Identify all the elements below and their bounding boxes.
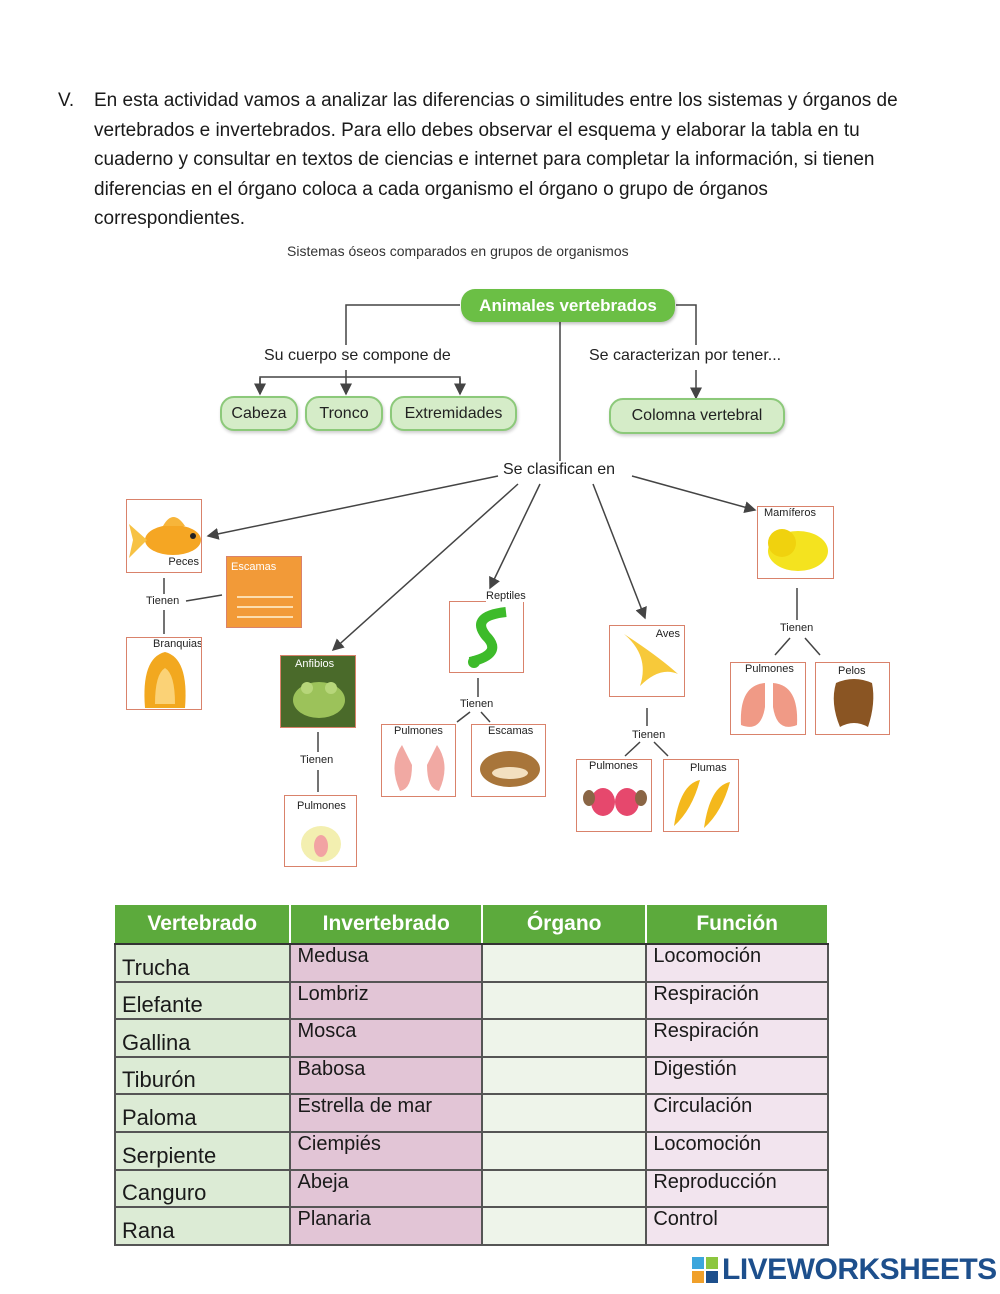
cell-organo-input[interactable]	[480, 943, 648, 983]
mammal-lungs-picture: Pulmones	[730, 662, 806, 735]
bird-lungs-picture: Pulmones	[576, 759, 652, 832]
header-invertebrado: Invertebrado	[290, 905, 483, 945]
liveworksheets-logo: LIVEWORKSHEETS	[692, 1253, 997, 1287]
tienen-aves: Tienen	[632, 729, 666, 741]
cell-funcion: Control	[645, 1206, 829, 1246]
map-connectors	[163, 304, 821, 792]
tienen-reptiles: Tienen	[460, 698, 494, 710]
cell-invertebrado: Mosca	[289, 1018, 483, 1058]
node-cabeza: Cabeza	[220, 396, 298, 431]
composition-link: Su cuerpo se compone de	[264, 347, 451, 365]
cell-funcion: Locomoción	[645, 943, 829, 983]
cell-invertebrado: Medusa	[289, 943, 483, 983]
label-pulmones-anfibios: Pulmones	[297, 800, 346, 812]
table-row: Elefante Lombriz Respiración	[113, 980, 829, 1021]
table-row: Gallina Mosca Respiración	[113, 1018, 829, 1058]
map-title: Sistemas óseos comparados en grupos de o…	[287, 243, 629, 259]
table-row: Tiburón Babosa Digestión	[113, 1055, 829, 1096]
header-funcion: Función	[646, 905, 829, 945]
scales-picture: Escamas	[226, 556, 302, 628]
node-columna: Colomna vertebral	[609, 398, 785, 434]
header-vertebrado: Vertebrado	[115, 905, 292, 945]
label-escamas-reptiles: Escamas	[488, 725, 534, 737]
cell-organo-input[interactable]	[480, 980, 648, 1021]
cell-vertebrado: Paloma	[113, 1093, 292, 1133]
logo-text: LIVEWORKSHEETS	[722, 1253, 997, 1286]
node-extremidades: Extremidades	[390, 396, 517, 431]
cell-organo-input[interactable]	[480, 1018, 648, 1058]
cell-invertebrado: Abeja	[289, 1168, 483, 1209]
bird-picture: Aves	[609, 625, 685, 697]
cell-funcion: Circulación	[645, 1093, 829, 1133]
cell-vertebrado: Gallina	[113, 1018, 292, 1058]
cell-vertebrado: Trucha	[113, 943, 292, 983]
label-pulmones-aves: Pulmones	[589, 760, 638, 772]
label-pulmones-mamiferos: Pulmones	[745, 663, 794, 675]
cell-vertebrado: Canguro	[113, 1168, 292, 1209]
reptile-lungs-picture: Pulmones	[381, 724, 456, 797]
cell-invertebrado: Ciempiés	[289, 1130, 483, 1171]
tienen-peces: Tienen	[146, 595, 180, 607]
cell-organo-input[interactable]	[480, 1130, 648, 1171]
snake-picture	[449, 601, 524, 673]
cell-invertebrado: Estrella de mar	[289, 1093, 483, 1133]
label-anfibios: Anfibios	[295, 658, 335, 670]
cell-vertebrado: Rana	[113, 1206, 292, 1246]
cell-funcion: Respiración	[645, 980, 829, 1021]
frog-picture: Anfibios	[280, 655, 356, 728]
cell-organo-input[interactable]	[480, 1055, 648, 1096]
instruction-line: En esta actividad vamos a analizar las d…	[94, 90, 898, 111]
tienen-mamiferos: Tienen	[780, 622, 814, 634]
amphibian-lungs-picture: Pulmones	[284, 795, 357, 867]
cell-organo-input[interactable]	[480, 1168, 648, 1209]
fur-picture: Pelos	[815, 662, 890, 735]
fish-picture: Peces	[126, 499, 202, 573]
header-organo: Órgano	[482, 905, 648, 945]
label-pulmones-reptiles: Pulmones	[394, 725, 443, 737]
cell-organo-input[interactable]	[480, 1206, 648, 1246]
label-pelos: Pelos	[838, 665, 866, 677]
label-plumas: Plumas	[690, 762, 727, 774]
label-mamiferos: Mamíferos	[764, 507, 816, 519]
instructions: V. En esta actividad vamos a analizar la…	[58, 86, 938, 234]
cell-vertebrado: Serpiente	[113, 1130, 292, 1171]
instruction-line: correspondientes.	[94, 208, 246, 229]
cell-funcion: Locomoción	[645, 1130, 829, 1171]
table-row: Canguro Abeja Reproducción	[113, 1168, 829, 1209]
cell-invertebrado: Lombriz	[289, 980, 483, 1021]
instruction-line: vertebrados e invertebrados. Para ello d…	[94, 119, 860, 141]
feathers-picture: Plumas	[663, 759, 739, 832]
table-row: Trucha Medusa Locomoción	[113, 943, 829, 983]
lion-picture: Mamíferos	[757, 506, 834, 579]
cell-invertebrado: Babosa	[289, 1055, 483, 1096]
cell-vertebrado: Elefante	[113, 980, 292, 1021]
label-aves: Aves	[655, 628, 680, 640]
table-row: Serpiente Ciempiés Locomoción	[113, 1130, 829, 1171]
cell-funcion: Digestión	[645, 1055, 829, 1096]
logo-squares-icon	[692, 1257, 718, 1283]
label-peces: Peces	[168, 556, 199, 568]
instruction-line: cuaderno y consultar en textos de cienci…	[94, 149, 875, 170]
root-node: Animales vertebrados	[461, 289, 675, 322]
item-number: V.	[58, 90, 75, 111]
feature-link: Se caracterizan por tener...	[589, 347, 782, 365]
cell-invertebrado: Planaria	[289, 1206, 483, 1246]
reptile-scales-picture: Escamas	[471, 724, 546, 797]
node-tronco: Tronco	[305, 396, 383, 431]
instruction-line: diferencias en el órgano coloca a cada o…	[94, 178, 768, 200]
cell-vertebrado: Tiburón	[113, 1055, 292, 1096]
label-escamas-peces: Escamas	[231, 561, 277, 573]
cell-organo-input[interactable]	[480, 1093, 648, 1133]
table-row: Paloma Estrella de mar Circulación	[113, 1093, 829, 1133]
classify-link: Se clasifican en	[500, 461, 619, 479]
gills-picture: Branquias	[126, 637, 202, 710]
cell-funcion: Respiración	[645, 1018, 829, 1058]
table-row: Rana Planaria Control	[113, 1206, 829, 1246]
comparison-table: Vertebrado Invertebrado Órgano Función T…	[113, 905, 829, 1246]
cell-funcion: Reproducción	[645, 1168, 829, 1209]
label-branquias: Branquias	[153, 638, 202, 650]
tienen-anfibios: Tienen	[300, 754, 334, 766]
label-reptiles: Reptiles	[486, 590, 526, 602]
